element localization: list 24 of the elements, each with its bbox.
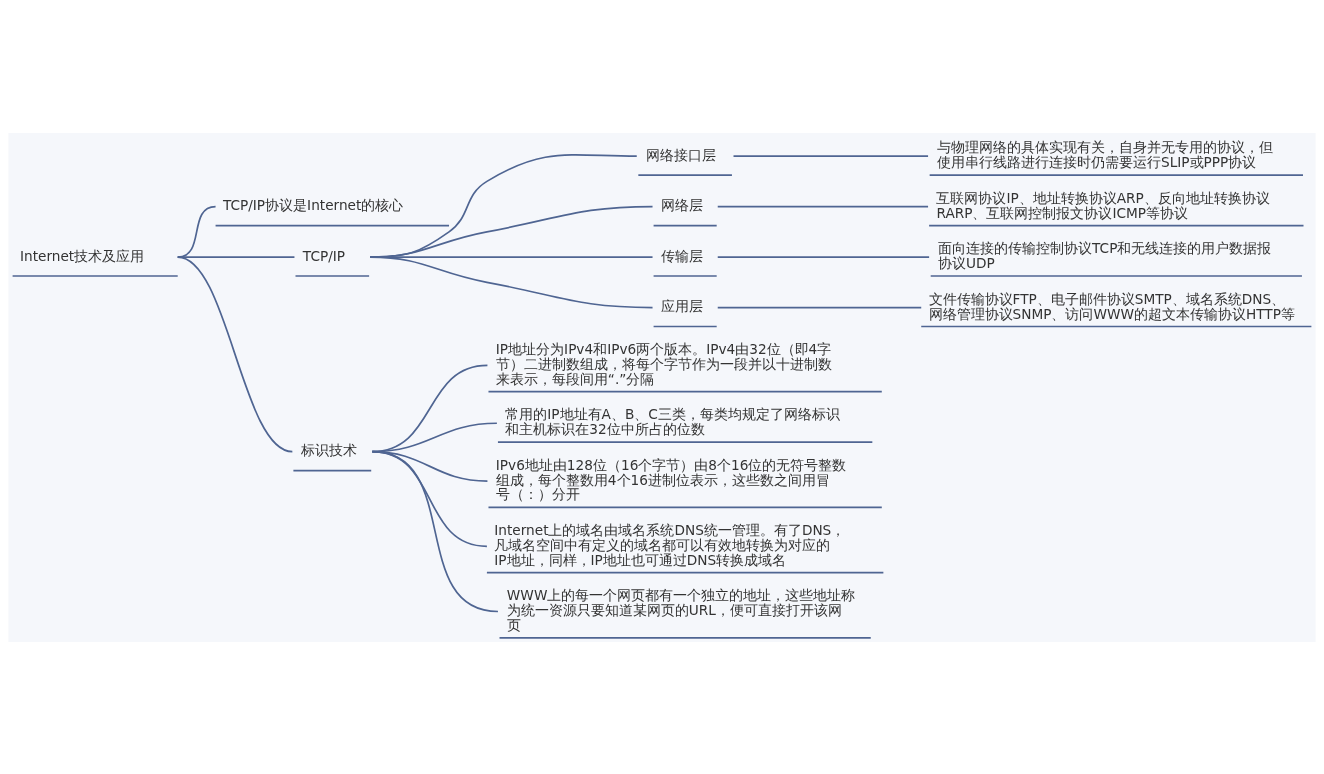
node-text: Internet上的域名由域名系统DNS统一管理。有了DNS，凡域名空间中有定义的域名都可以有效地转换为对应的IP地址，同样，IP地址也可通过DNS转换成域名 xyxy=(494,521,846,568)
node-text: 常用的IP地址有A、B、C三类，每类均规定了网络标识和主机标识在32位中所占的位数 xyxy=(505,405,840,437)
node-text: TCP/IP xyxy=(302,247,346,264)
node-text: 传输层 xyxy=(660,247,703,264)
node-text: IP地址分为IPv4和IPv6两个版本。IPv4由32位（即4字节）二进制数组成，将每个字节作为一段并以十进制数来表示，每段间用“.”分隔 xyxy=(495,340,832,387)
connector xyxy=(716,306,923,308)
node-text: 标识技术 xyxy=(300,441,357,458)
node-text: 应用层 xyxy=(660,297,703,314)
node-text: IPv6地址由128位（16个字节）由8个16位的无符号整数组成，每个整数用4个16进制位表示，这些数之间用冒号（：）分开 xyxy=(495,456,847,502)
node-text: 网络接口层 xyxy=(645,146,716,163)
node-text: 与物理网络的具体实现有关，自身并无专用的协议，但使用串行线路进行连接时仍需要运行SLIP或PPP协议 xyxy=(937,138,1274,170)
node-text: Internet技术及应用 xyxy=(19,247,145,264)
connector xyxy=(732,154,929,157)
node-text: 面向连接的传输控制协议TCP和无线连接的用户数据报协议UDP xyxy=(938,239,1272,271)
connector xyxy=(716,205,929,207)
connector xyxy=(176,255,294,452)
connector xyxy=(371,450,499,612)
node-text: WWW上的每一个网页都有一个独立的地址，这些地址称为统一资源只要知道某网页的URL，便可直接打开该网页 xyxy=(506,586,856,633)
node-text: 文件传输协议FTP、电子邮件协议SMTP、域名系统DNS、网络管理协议SNMP、访问WWW的超文本传输协议HTTP等 xyxy=(928,290,1295,322)
connector xyxy=(716,255,930,258)
node-text: 网络层 xyxy=(660,196,703,213)
node-text: 互联网协议IP、地址转换协议ARP、反向地址转换协议RARP、互联网控制报文协议ICMP等协议 xyxy=(936,189,1270,221)
connector xyxy=(369,255,654,308)
node-text: TCP/IP协议是Internet的核心 xyxy=(222,196,404,213)
